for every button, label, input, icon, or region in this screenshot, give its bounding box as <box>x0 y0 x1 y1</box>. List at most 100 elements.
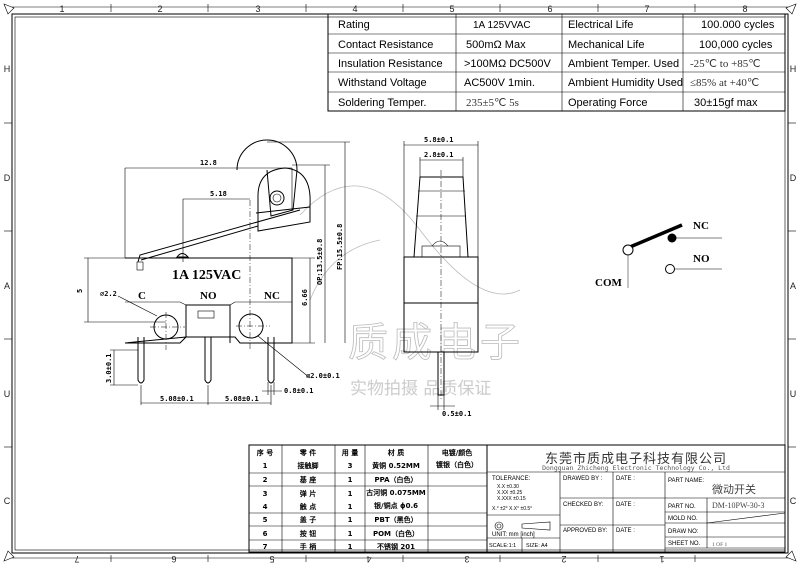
frame-col-label: 2 <box>157 4 162 14</box>
tolerance-line: X.XXX ±0.15 <box>497 496 526 502</box>
date-label: DATE : <box>616 476 635 482</box>
spec-value: 500mΩ Max <box>466 39 526 51</box>
dim-pitch-2: 5.08±0.1 <box>225 395 259 403</box>
spec-value: 30±15gf max <box>694 97 758 109</box>
bom-cell: 银/铜点 ϕ0.6 <box>374 501 418 510</box>
dim-hole-c: ⌀2.2 <box>100 290 117 298</box>
dim-body-height: 6.66 <box>301 289 309 306</box>
frame-row-label: D <box>4 173 11 183</box>
bom-cell: 3 <box>348 462 353 470</box>
tolerance-angles: X.° ±2° X.X° ±0.5° <box>492 506 532 512</box>
spec-value: 1A 125VVAC <box>473 20 531 31</box>
spec-label: Ambient Temper. Used <box>568 58 679 70</box>
bom-cell: POM（白色） <box>373 529 419 538</box>
frame-col-label: 7 <box>644 4 649 14</box>
sheet-no-value: 1 OF 1 <box>712 542 728 548</box>
bom-cell: 6 <box>263 530 268 538</box>
bom-cell: 触 点 <box>299 502 316 511</box>
spec-label: Ambient Humidity Used <box>568 77 683 89</box>
draw-no-label: DRAW NO: <box>668 529 699 535</box>
tolerance-line: X.XX ±0.25 <box>497 490 522 496</box>
bom-cell: 黄铜 0.52MM <box>372 461 420 470</box>
frame-row-label: U <box>790 389 797 399</box>
bom-cell: 不锈钢 201 <box>377 542 415 551</box>
bom-cell: 1 <box>348 516 353 524</box>
bom-cell: 盖 子 <box>300 515 316 524</box>
front-view: 1A 125VAC C NO NC 12.8 5.18 5 6.66 OP:13… <box>76 139 350 405</box>
spec-label: Soldering Temper. <box>338 97 426 109</box>
frame-col-label: 5 <box>269 554 274 564</box>
dim-operating-position: OP:13.5±0.8 <box>316 239 324 285</box>
bom-cell: 接触脚 <box>298 461 319 470</box>
bom-header: 电镀/颜色 <box>442 448 473 457</box>
dim-pin-length: 3.0±0.1 <box>105 353 113 383</box>
dim-actuator-width: 2.8±0.1 <box>424 151 454 159</box>
bom-cell: 手 柄 <box>300 542 316 551</box>
bom-cell: 2 <box>263 476 268 484</box>
company-name-cn: 东莞市质成电子科技有限公司 <box>545 451 727 467</box>
frame-col-label: 1 <box>59 4 64 14</box>
bom-cell: PPA（白色） <box>374 475 417 484</box>
frame-row-label: C <box>790 496 797 506</box>
date-label: DATE : <box>616 528 635 534</box>
frame-col-label: 1 <box>659 554 664 564</box>
watermark-line2: 实物拍摄 品质保证 <box>350 379 491 399</box>
side-view: 5.8±0.1 2.8±0.1 0.5±0.1 <box>403 136 479 418</box>
tolerance-line: X.X ±0.30 <box>497 484 519 490</box>
bom-cell: 4 <box>263 503 268 511</box>
frame-row-label: A <box>4 281 10 291</box>
dim-height: 5 <box>76 289 84 293</box>
spec-label: Operating Force <box>568 97 647 109</box>
checked-by-label: CHECKED BY: <box>563 502 604 508</box>
spec-label: Rating <box>338 19 370 31</box>
switch-schematic: NC NO COM <box>595 220 722 289</box>
dim-pitch-1: 5.08±0.1 <box>160 395 194 403</box>
spec-label: Withstand Voltage <box>338 77 427 89</box>
tolerance-title: TOLERANCE: <box>492 476 531 482</box>
drawing-frame: 1 2 3 4 5 6 7 8 1 2 3 4 5 6 7 8 H D A U … <box>3 3 797 564</box>
frame-col-label: 3 <box>464 554 469 564</box>
bom-cell: 按 钮 <box>300 529 316 538</box>
bom-cell: 基 座 <box>299 475 316 484</box>
mold-no-label: MOLD NO. <box>668 516 698 522</box>
frame-col-label: 3 <box>255 4 260 14</box>
frame-col-label: 8 <box>742 4 747 14</box>
frame-col-label: 6 <box>171 554 176 564</box>
unit-label: UNIT: mm [inch] <box>492 532 535 538</box>
spec-label: Mechanical Life <box>568 39 644 51</box>
frame-col-label: 5 <box>449 4 454 14</box>
schematic-nc-label: NC <box>693 220 709 232</box>
dim-side-width: 5.8±0.1 <box>424 136 454 144</box>
spec-value: 235±5℃ 5s <box>466 97 519 109</box>
schematic-no-label: NO <box>693 253 710 265</box>
bom-cell: 1 <box>348 530 353 538</box>
dim-hole-nc: ⌀2.0±0.1 <box>306 372 340 380</box>
bom-cell: 镀银（白色） <box>436 460 478 469</box>
bom-cell: 3 <box>263 490 268 498</box>
terminal-label-c: C <box>138 290 146 302</box>
spec-value: -25℃ to +85℃ <box>690 58 761 70</box>
bom-cell: PBT（黑色） <box>374 515 417 524</box>
frame-row-label: A <box>790 281 796 291</box>
frame-row-label: H <box>790 64 797 74</box>
company-name-en: Dongguan Zhicheng Electronic Technology … <box>542 464 730 472</box>
frame-row-label: H <box>4 64 11 74</box>
part-name-label: PART NAME: <box>668 478 704 484</box>
part-no-value: DM-10PW-30-3 <box>712 501 764 510</box>
frame-row-label: C <box>4 496 11 506</box>
bom-header: 序 号 <box>256 448 273 457</box>
frame-col-label: 7 <box>74 554 79 564</box>
frame-row-label: D <box>790 173 797 183</box>
bom-cell: 5 <box>263 516 268 524</box>
bom-cell: 1 <box>348 543 353 551</box>
terminal-label-nc: NC <box>264 290 280 302</box>
bom-cell: 1 <box>348 503 353 511</box>
spec-label: Electrical Life <box>568 19 633 31</box>
frame-col-label: 4 <box>366 554 371 564</box>
drawed-by-label: DRAWED BY : <box>563 476 603 482</box>
spec-value: AC500V 1min. <box>464 77 535 89</box>
date-label: DATE : <box>616 502 635 508</box>
frame-col-label: 6 <box>547 4 552 14</box>
dim-pin-width: 0.8±0.1 <box>284 387 314 395</box>
spec-table: Rating Contact Resistance Insulation Res… <box>327 13 786 112</box>
